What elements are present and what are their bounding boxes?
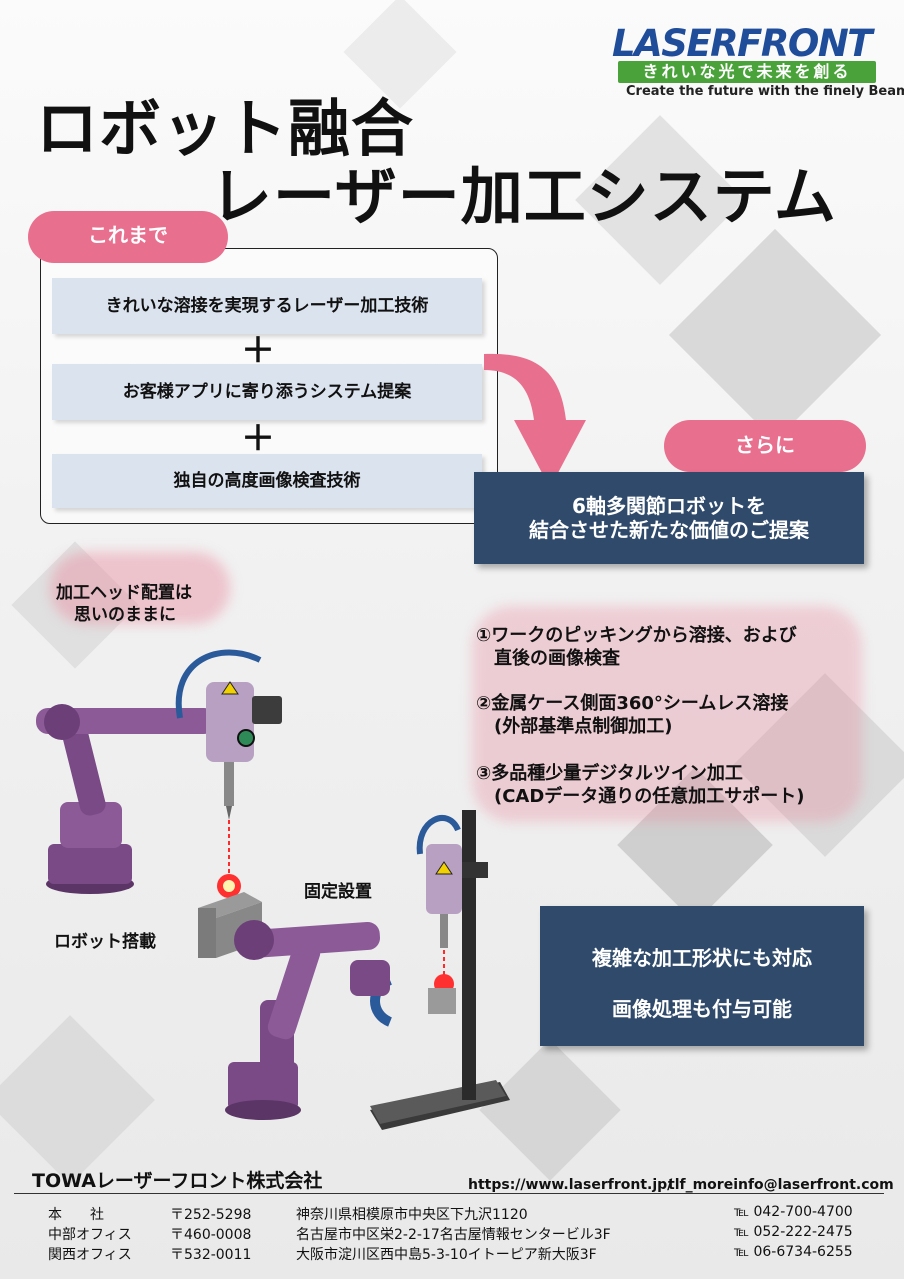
feature-line: (外部基準点制御加工) xyxy=(476,716,673,737)
head-placement-caption-1: 加工ヘッド配置は xyxy=(56,583,192,603)
feature-item: ②金属ケース側面360°シームレス溶接 (外部基準点制御加工) xyxy=(476,692,788,738)
office-address: 神奈川県相模原市中央区下九沢1120 xyxy=(296,1207,528,1223)
office-name: 本 社 xyxy=(48,1207,104,1223)
feature-line: ②金属ケース側面360°シームレス溶接 xyxy=(476,693,789,714)
feature-line: ①ワークのピッキングから溶接、および xyxy=(476,625,797,646)
capability-callout: 複雑な加工形状にも対応 画像処理も付与可能 xyxy=(540,906,864,1046)
website-link[interactable]: https://www.laserfront.jp/ xyxy=(468,1177,673,1193)
technology-strip: 独自の高度画像検査技術 xyxy=(52,454,482,508)
office-name: 中部オフィス xyxy=(48,1227,132,1243)
office-tel: ℡ 052-222-2475 xyxy=(734,1224,853,1240)
title-line-2: レーザー加工システム xyxy=(210,160,837,233)
office-address: 大阪市淀川区西中島5-3-10イトーピア新大阪3F xyxy=(296,1247,597,1263)
office-zip: 〒532-0011 xyxy=(170,1247,252,1263)
background-diamond xyxy=(0,1015,155,1185)
office-zip: 〒252-5298 xyxy=(170,1207,252,1223)
logo-tagline-jp: きれいな光で未来を創る xyxy=(618,61,876,83)
feature-line: (CADデータ通りの任意加工サポート) xyxy=(476,786,805,807)
robot-mounted-caption: ロボット搭載 xyxy=(54,932,156,952)
callout-line-1: 複雑な加工形状にも対応 xyxy=(592,946,812,970)
feature-line: ③多品種少量デジタルツイン加工 xyxy=(476,763,743,784)
technology-strip: お客様アプリに寄り添うシステム提案 xyxy=(52,364,482,420)
office-tel: ℡ 06-6734-6255 xyxy=(734,1244,853,1260)
technology-strip: きれいな溶接を実現するレーザー加工技術 xyxy=(52,278,482,334)
feature-item: ①ワークのピッキングから溶接、および 直後の画像検査 xyxy=(476,624,797,670)
callout-line-2: 画像処理も付与可能 xyxy=(612,997,792,1021)
fixed-installation-caption: 固定設置 xyxy=(304,882,372,902)
plus-icon: ＋ xyxy=(241,331,275,371)
office-address: 名古屋市中区栄2-2-17名古屋情報センタービル3F xyxy=(296,1227,611,1243)
laserfront-logo: LASERFRONT きれいな光で未来を創る Create the future… xyxy=(604,22,904,102)
title-line-1: ロボット融合 xyxy=(36,92,415,165)
highlight-smear xyxy=(50,552,230,624)
proposal-banner: 6軸多関節ロボットを 結合させた新たな価値のご提案 xyxy=(474,472,864,564)
proposal-line-1: 6軸多関節ロボットを xyxy=(572,494,766,518)
office-zip: 〒460-0008 xyxy=(170,1227,252,1243)
company-name: TOWAレーザーフロント株式会社 xyxy=(32,1170,323,1192)
background-diamond xyxy=(668,228,882,442)
office-name: 関西オフィス xyxy=(48,1247,132,1263)
logo-wordmark: LASERFRONT xyxy=(612,22,873,65)
feature-item: ③多品種少量デジタルツイン加工 (CADデータ通りの任意加工サポート) xyxy=(476,762,805,808)
footer-divider xyxy=(14,1193,884,1194)
fixed-installation-illustration xyxy=(225,810,510,1130)
plus-icon: ＋ xyxy=(241,419,275,459)
feature-line: 直後の画像検査 xyxy=(476,648,620,669)
highlight-smear xyxy=(472,606,862,822)
robot-mounted-illustration xyxy=(36,649,282,958)
before-pill: これまで xyxy=(28,211,228,263)
further-pill: さらに xyxy=(664,420,866,472)
contact-email[interactable]: tlf_moreinfo@laserfront.com xyxy=(668,1177,894,1193)
logo-tagline-en: Create the future with the finely Beam xyxy=(626,84,904,99)
head-placement-caption-2: 思いのままに xyxy=(74,605,176,625)
proposal-line-2: 結合させた新たな価値のご提案 xyxy=(529,518,809,542)
curved-arrow-icon xyxy=(484,353,586,488)
office-tel: ℡ 042-700-4700 xyxy=(734,1204,853,1220)
